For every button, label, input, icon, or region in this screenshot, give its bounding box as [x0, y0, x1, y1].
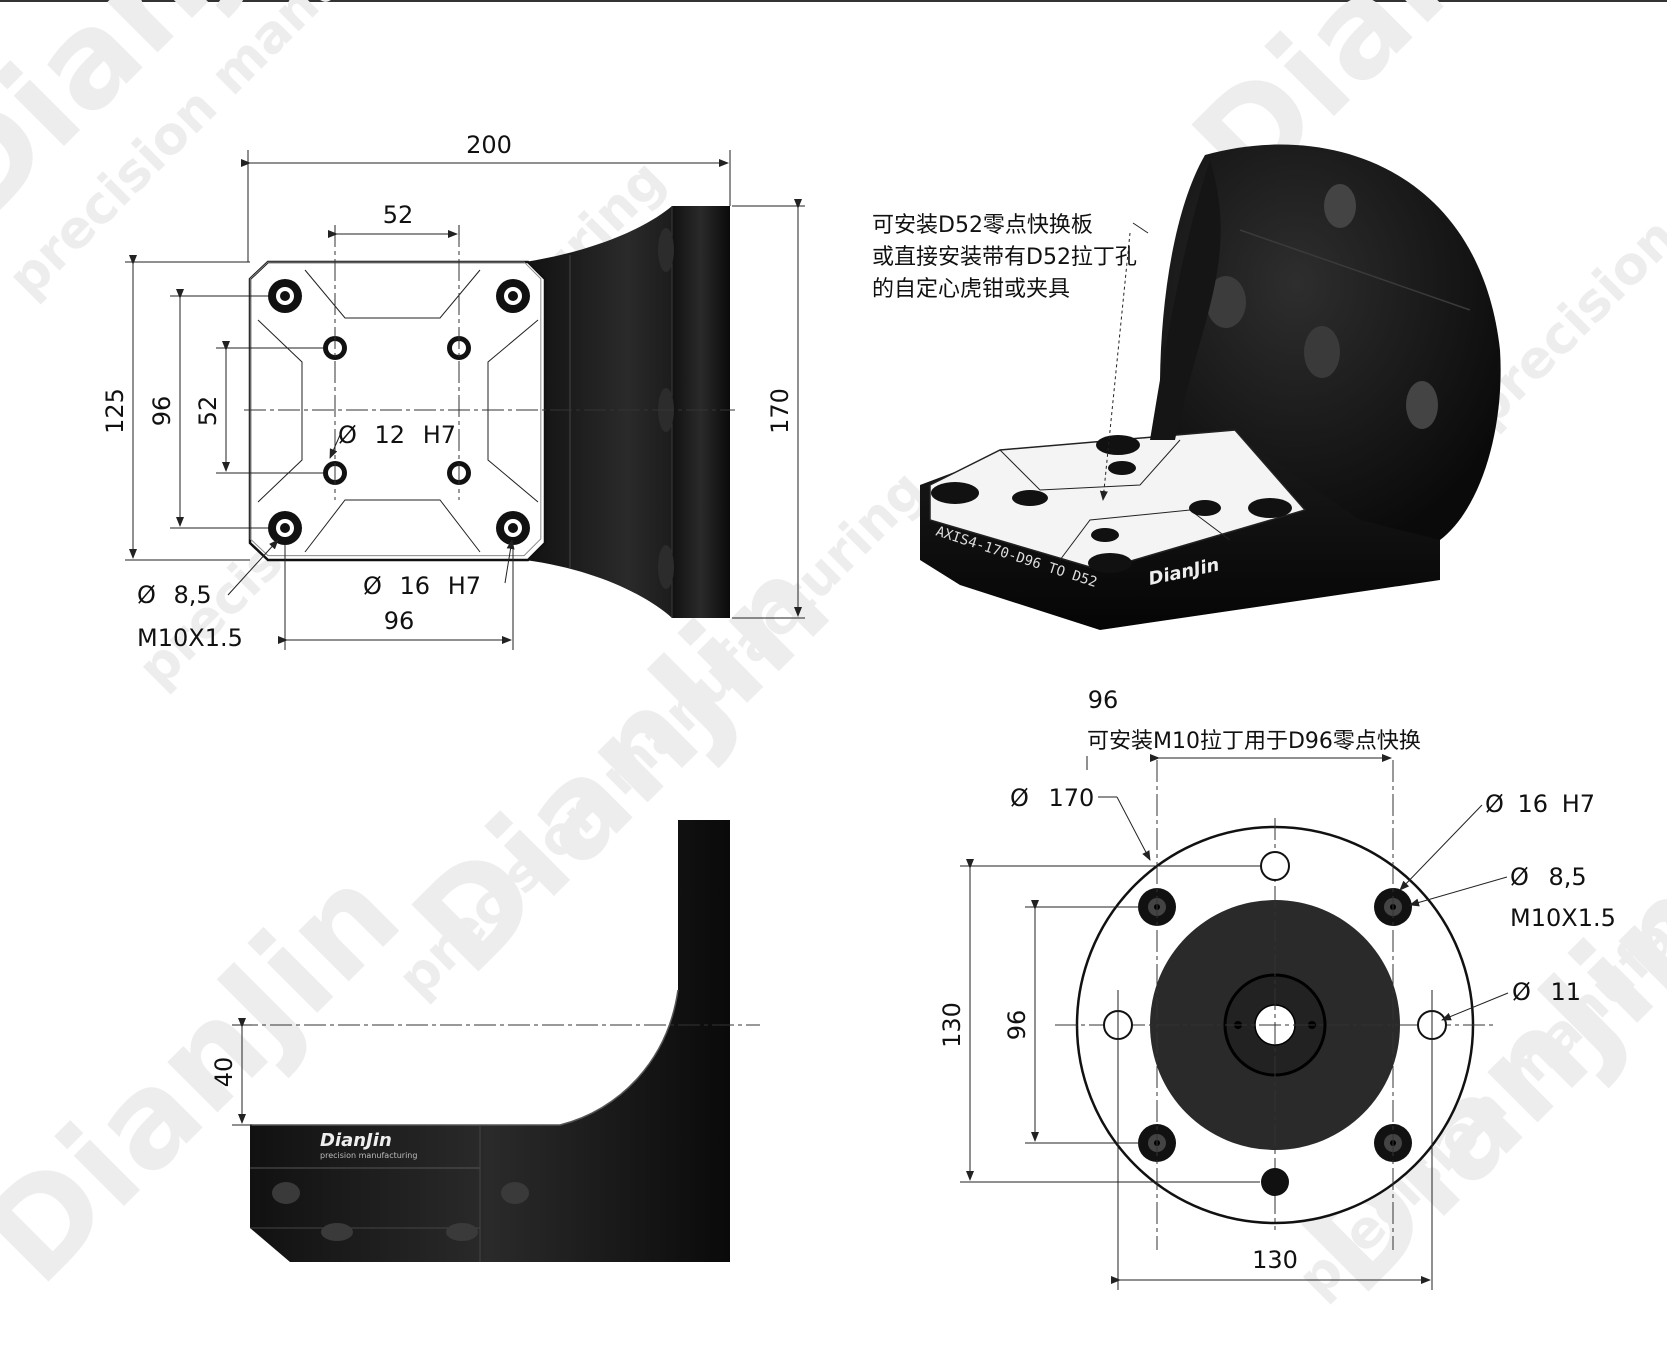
top-view-wall	[672, 206, 730, 618]
front-dim-16-h7: Ø 16 H7	[1485, 790, 1595, 818]
iso-plate-hole-1	[931, 482, 979, 504]
label-m10x1-5: M10X1.5	[137, 624, 243, 652]
wall-hole-top	[658, 228, 674, 272]
front-dim-130-vertical: 130	[938, 1002, 966, 1048]
dim-170-right: 170	[766, 388, 794, 434]
dim-52-left: 52	[194, 396, 222, 427]
label-16-h7: Ø 16 H7	[363, 572, 481, 600]
dim-52-top: 52	[383, 201, 414, 229]
front-thread-spec: M10X1.5	[1510, 904, 1616, 932]
iso-flange-hole-2	[1206, 276, 1246, 328]
top-view: 200 52 125 96 52 170 Ø 12 H7 Ø 16 H7	[101, 131, 805, 652]
dim-96-bottom: 96	[384, 607, 415, 635]
front-view: 96 可安装M10拉丁用于D96零点快换 Ø 170 Ø 16 H7 Ø 8,5…	[938, 686, 1616, 1290]
dim-96-left: 96	[148, 396, 176, 427]
front-dim-130-bottom: 130	[1252, 1246, 1298, 1274]
top-view-thread-holes	[268, 279, 530, 545]
front-note: 可安装M10拉丁用于D96零点快换	[1087, 729, 1421, 754]
iso-flange-hole-4	[1406, 381, 1438, 429]
side-brand-tagline: precision manufacturing	[320, 1151, 417, 1160]
front-dim-96-vertical: 96	[1003, 1010, 1031, 1041]
side-view: DianJin precision manufacturing 40	[210, 820, 760, 1262]
front-dim-96-top: 96	[1088, 686, 1119, 714]
dim-200: 200	[466, 131, 512, 159]
label-8-5: Ø 8,5	[137, 581, 212, 609]
iso-flange-hole-1	[1324, 184, 1356, 228]
iso-view: AXIS4-170-D96 TO D52 DianJin 可安装D52零点快换板…	[872, 144, 1501, 630]
wall-hole-bottom	[658, 545, 674, 589]
dim-125: 125	[101, 388, 129, 434]
side-brand-logo: DianJin	[320, 1130, 392, 1151]
label-12-h7: Ø 12 H7	[338, 421, 456, 449]
iso-flange-hole-3	[1304, 326, 1340, 378]
side-view-body	[250, 820, 730, 1262]
iso-note-line1: 可安装D52零点快换板	[872, 213, 1093, 238]
iso-note-line2: 或直接安装带有D52拉丁孔	[872, 245, 1137, 270]
front-dim-8-5: Ø 8,5	[1510, 863, 1587, 891]
dim-40: 40	[210, 1057, 238, 1088]
iso-note-line3: 的自定心虎钳或夹具	[872, 277, 1070, 302]
front-dim-170: Ø 170	[1010, 784, 1094, 812]
front-dim-11: Ø 11	[1512, 978, 1581, 1006]
